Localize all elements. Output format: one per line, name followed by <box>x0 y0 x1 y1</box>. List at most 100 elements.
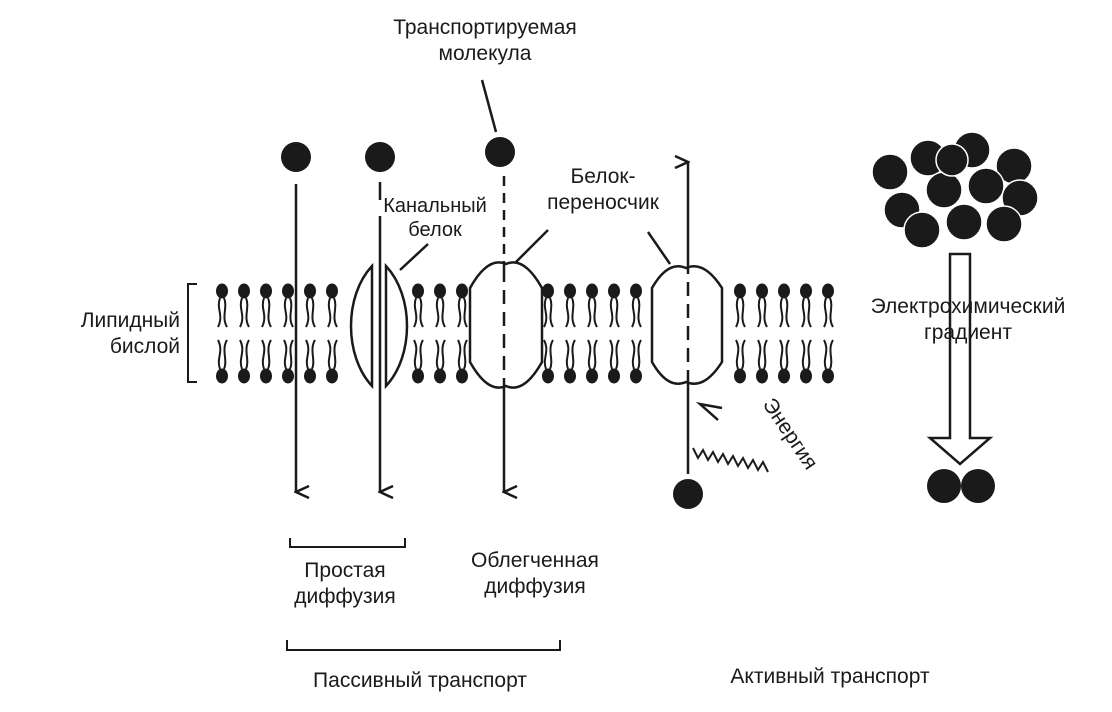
channel-protein-left-half <box>349 262 374 390</box>
lipid-tail-bottom <box>823 339 828 370</box>
lipid-tail-top <box>217 297 222 328</box>
channel-protein-label: Канальный белок <box>370 194 500 242</box>
transported-molecule-label-line1: Транспортируемая <box>393 16 577 39</box>
passive-transport-bracket <box>286 640 561 651</box>
molecule-active <box>673 479 703 509</box>
lipid-head-bottom <box>800 368 812 384</box>
lipid-head-bottom <box>778 368 790 384</box>
lipid-tail-bottom <box>435 339 440 370</box>
lipid-head-top <box>456 283 468 299</box>
lipid-tail-bottom <box>609 339 614 370</box>
lipid-head-bottom <box>608 368 620 384</box>
lipid-tail-top <box>457 297 462 328</box>
lipid-tail-top <box>735 297 740 328</box>
lipid-head-bottom <box>564 368 576 384</box>
lipid-tail-bottom <box>289 339 294 370</box>
lipid-head-top <box>630 283 642 299</box>
lipid-tail-top <box>543 297 548 328</box>
lipid-tail-top <box>327 297 332 328</box>
lipid-tail-top <box>829 297 834 328</box>
lipid-tail-bottom <box>457 339 462 370</box>
lipid-bilayer-label-line2: бислой <box>109 335 180 358</box>
lipid-tail-bottom <box>463 339 468 370</box>
lipid-tail-top <box>615 297 620 328</box>
lipid-head-bottom <box>260 368 272 384</box>
lipid-tail-top <box>587 297 592 328</box>
lipid-tail-bottom <box>587 339 592 370</box>
lipid-tail-top <box>779 297 784 328</box>
lipid-tail-bottom <box>779 339 784 370</box>
active-transport <box>673 162 703 509</box>
lipid-tail-top <box>441 297 446 328</box>
leader-channel-protein <box>399 243 429 271</box>
lipid-tail-bottom <box>283 339 288 370</box>
lipid-tail-top <box>763 297 768 328</box>
lipid-head-bottom <box>456 368 468 384</box>
lipid-tail-bottom <box>807 339 812 370</box>
lipid-head-top <box>326 283 338 299</box>
lipid-tail-top <box>223 297 228 328</box>
lipid-head-top <box>756 283 768 299</box>
lipid-head-top <box>434 283 446 299</box>
lipid-tail-top <box>261 297 266 328</box>
lipid-tail-top <box>565 297 570 328</box>
lipid-head-bottom <box>756 368 768 384</box>
transported-molecule-label-line2: молекула <box>438 42 532 65</box>
lipid-tail-top <box>593 297 598 328</box>
lipid-bilayer-label: Липидный бислой <box>20 308 180 360</box>
lipid-head-bottom <box>586 368 598 384</box>
lipid-tail-bottom <box>223 339 228 370</box>
lipid-tail-top <box>245 297 250 328</box>
transported-molecule-label: Транспортируемая молекула <box>350 15 620 67</box>
simple-diffusion-label: Простая диффузия <box>270 558 420 610</box>
lipid-tail-bottom <box>419 339 424 370</box>
lipid-tail-top <box>609 297 614 328</box>
lipid-tail-top <box>419 297 424 328</box>
lipid-tail-top <box>571 297 576 328</box>
facilitated-diffusion-label: Облегченная диффузия <box>440 548 630 600</box>
lipid-head-top <box>412 283 424 299</box>
lipid-tail-top <box>311 297 316 328</box>
lipid-head-top <box>564 283 576 299</box>
lipid-head-bottom <box>542 368 554 384</box>
electrochemical-gradient-label-line2: градиент <box>924 321 1012 344</box>
lipid-head-bottom <box>282 368 294 384</box>
lipid-tail-bottom <box>757 339 762 370</box>
lipid-tail-top <box>785 297 790 328</box>
lipid-tail-top <box>463 297 468 328</box>
lipid-tail-bottom <box>245 339 250 370</box>
lipid-head-bottom <box>216 368 228 384</box>
carrier-protein-label-line1: Белок- <box>570 165 636 188</box>
lipid-tail-bottom <box>543 339 548 370</box>
facilitated-diffusion-transport <box>485 137 515 492</box>
lipid-tail-bottom <box>549 339 554 370</box>
lipid-tail-top <box>549 297 554 328</box>
lipid-head-bottom <box>434 368 446 384</box>
lipid-tail-top <box>239 297 244 328</box>
channel-protein-label-line2: белок <box>408 219 462 241</box>
energy-label: Энергия <box>758 394 822 474</box>
lipid-tail-bottom <box>735 339 740 370</box>
lipid-tail-bottom <box>239 339 244 370</box>
leader-carrier-protein-left <box>515 229 549 263</box>
lipid-tail-top <box>289 297 294 328</box>
lipid-tail-bottom <box>829 339 834 370</box>
facilitated-diffusion-label-line1: Облегченная <box>471 549 599 572</box>
simple-diffusion-transport <box>281 142 311 492</box>
lipid-head-bottom <box>238 368 250 384</box>
lipid-tail-bottom <box>785 339 790 370</box>
lipid-tail-top <box>801 297 806 328</box>
lipid-tail-top <box>807 297 812 328</box>
lipid-tail-top <box>637 297 642 328</box>
lipid-head-top <box>304 283 316 299</box>
lipid-tail-bottom <box>261 339 266 370</box>
energy-arrow <box>692 401 769 473</box>
lipid-tail-bottom <box>631 339 636 370</box>
lipid-tail-top <box>413 297 418 328</box>
lipid-tail-top <box>757 297 762 328</box>
leader-transported-molecule <box>480 79 498 133</box>
lipid-head-top <box>542 283 554 299</box>
channel-protein <box>349 262 409 390</box>
lipid-tail-top <box>305 297 310 328</box>
